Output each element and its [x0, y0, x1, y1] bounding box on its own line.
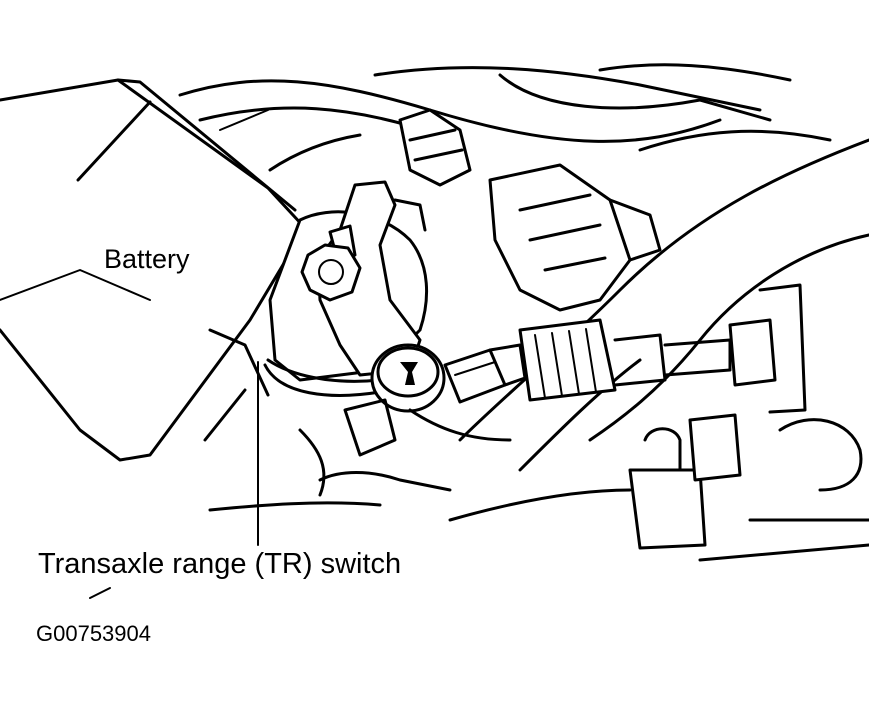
- upper-nut: [300, 243, 362, 302]
- figure-id: G00753904: [36, 621, 151, 646]
- right-hose: [458, 138, 869, 472]
- tr-switch-label: Transaxle range (TR) switch: [38, 548, 402, 580]
- battery-label: Battery: [104, 244, 190, 274]
- lower-bolt: [370, 343, 446, 413]
- lower-right-parts: [448, 413, 869, 562]
- battery-outline: [0, 78, 307, 462]
- tr-switch-leader: [89, 361, 259, 599]
- shift-cable: [518, 283, 807, 414]
- connector-block: [398, 108, 662, 312]
- switch-connector: [443, 343, 527, 404]
- upper-hoses: [178, 63, 832, 172]
- lower-bracket: [203, 388, 512, 512]
